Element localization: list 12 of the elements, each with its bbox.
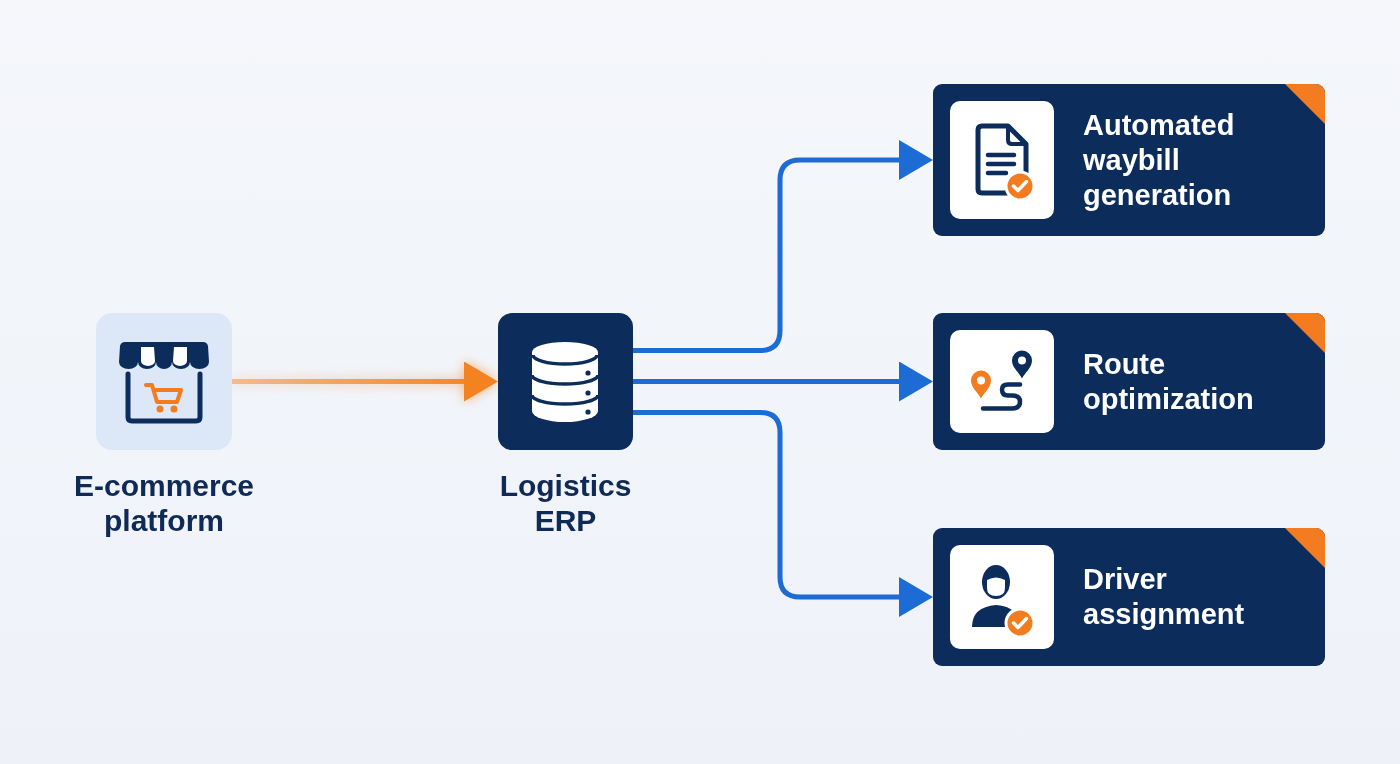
task-card	[933, 313, 1325, 450]
node-label: E-commerce platform	[72, 468, 256, 538]
arrow	[232, 361, 498, 402]
node-label: Logistics ERP	[498, 468, 633, 538]
arrow	[633, 140, 933, 353]
task-card	[933, 84, 1325, 236]
arrow	[633, 410, 933, 617]
card-label: Driver assignment	[1083, 562, 1246, 632]
arrow	[633, 361, 933, 402]
card-label: Automated waybill generation	[1083, 107, 1236, 213]
task-card	[933, 528, 1325, 666]
card-label: Route optimization	[1083, 346, 1255, 417]
